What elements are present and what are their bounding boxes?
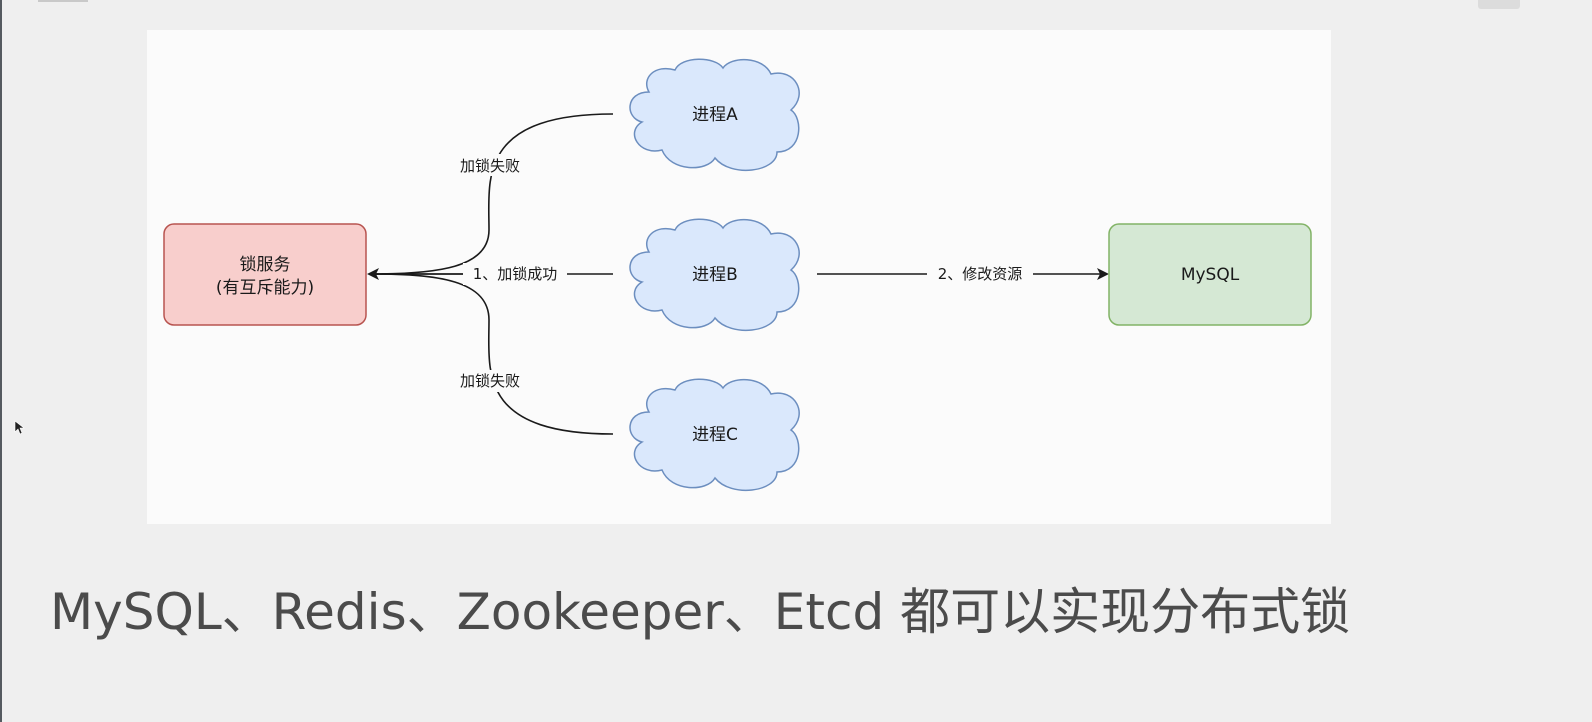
svg-text:进程B: 进程B	[692, 265, 738, 285]
svg-text:加锁失败: 加锁失败	[460, 157, 520, 175]
edge-label-mysql: 2、修改资源	[927, 263, 1033, 285]
edge-label-c: 加锁失败	[450, 370, 530, 392]
edge-c-to-lock	[370, 273, 614, 435]
mysql-node[interactable]: MySQL	[1108, 223, 1312, 326]
svg-text:2、修改资源: 2、修改资源	[938, 265, 1023, 283]
top-right-control[interactable]	[1478, 0, 1520, 9]
edge-label-b: 1、加锁成功	[463, 263, 567, 285]
diagram-panel: 加锁失败 1、加锁成功 加锁失败 2、修改资源 锁服务 (有互斥能力) 进程A	[147, 30, 1331, 524]
process-b-node[interactable]: 进程B	[629, 218, 800, 332]
svg-text:(有互斥能力): (有互斥能力)	[216, 278, 314, 298]
mouse-cursor-icon	[14, 420, 25, 435]
svg-text:进程A: 进程A	[692, 105, 738, 125]
slide-caption: MySQL、Redis、Zookeeper、Etcd 都可以实现分布式锁	[50, 583, 1351, 641]
window-left-border	[0, 0, 2, 722]
edge-label-a: 加锁失败	[450, 154, 530, 176]
svg-text:进程C: 进程C	[692, 425, 738, 445]
process-a-node[interactable]: 进程A	[629, 58, 800, 172]
edge-a-to-lock	[370, 113, 614, 275]
lock-service-node[interactable]: 锁服务 (有互斥能力)	[163, 223, 367, 326]
lock-service-diagram: 加锁失败 1、加锁成功 加锁失败 2、修改资源 锁服务 (有互斥能力) 进程A	[163, 58, 1312, 492]
svg-text:1、加锁成功: 1、加锁成功	[473, 265, 558, 283]
svg-text:锁服务: 锁服务	[240, 255, 291, 275]
top-edge-mark	[38, 0, 88, 2]
process-c-node[interactable]: 进程C	[629, 378, 800, 492]
svg-text:MySQL: MySQL	[1181, 265, 1240, 285]
svg-text:加锁失败: 加锁失败	[460, 372, 520, 390]
